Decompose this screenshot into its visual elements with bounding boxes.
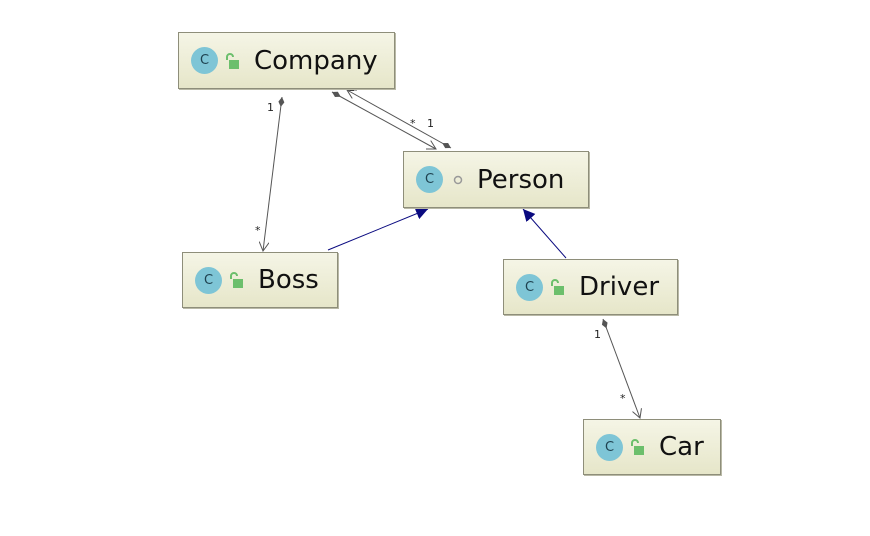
person-company-composition xyxy=(347,90,452,149)
class-node-person[interactable]: C Person xyxy=(403,151,589,208)
class-name: Person xyxy=(477,164,565,195)
class-name: Boss xyxy=(258,265,319,295)
class-icon: C xyxy=(191,47,218,74)
driver-car-composition xyxy=(603,318,640,418)
class-node-boss[interactable]: C Boss xyxy=(182,252,338,308)
company-boss-target-multiplicity: * xyxy=(255,224,261,237)
class-icon: C xyxy=(416,166,443,193)
class-icon: C xyxy=(596,433,623,461)
company-person-composition xyxy=(331,91,436,149)
class-name: Driver xyxy=(579,272,660,302)
driver-car-target-multiplicity: * xyxy=(620,392,626,405)
class-node-car[interactable]: C Car xyxy=(583,419,721,475)
boss-person-generalization xyxy=(327,208,429,251)
class-icon: C xyxy=(195,266,222,294)
class-icon: C xyxy=(516,273,543,301)
driver-person-generalization xyxy=(522,208,567,259)
class-node-driver[interactable]: C Driver xyxy=(503,259,678,315)
company-boss-composition xyxy=(263,96,282,251)
unlocked-icon xyxy=(226,52,239,69)
unlocked-icon xyxy=(551,279,564,295)
unlocked-icon xyxy=(631,439,644,455)
class-name: Company xyxy=(254,45,378,76)
unlocked-icon xyxy=(230,272,243,288)
class-name: Car xyxy=(659,432,704,462)
company-boss-source-multiplicity: 1 xyxy=(267,101,274,114)
package-private-icon xyxy=(453,175,463,184)
driver-car-source-multiplicity: 1 xyxy=(594,328,601,341)
class-node-company[interactable]: C Company xyxy=(178,32,395,89)
person-company-source-multiplicity: 1 xyxy=(427,117,434,130)
